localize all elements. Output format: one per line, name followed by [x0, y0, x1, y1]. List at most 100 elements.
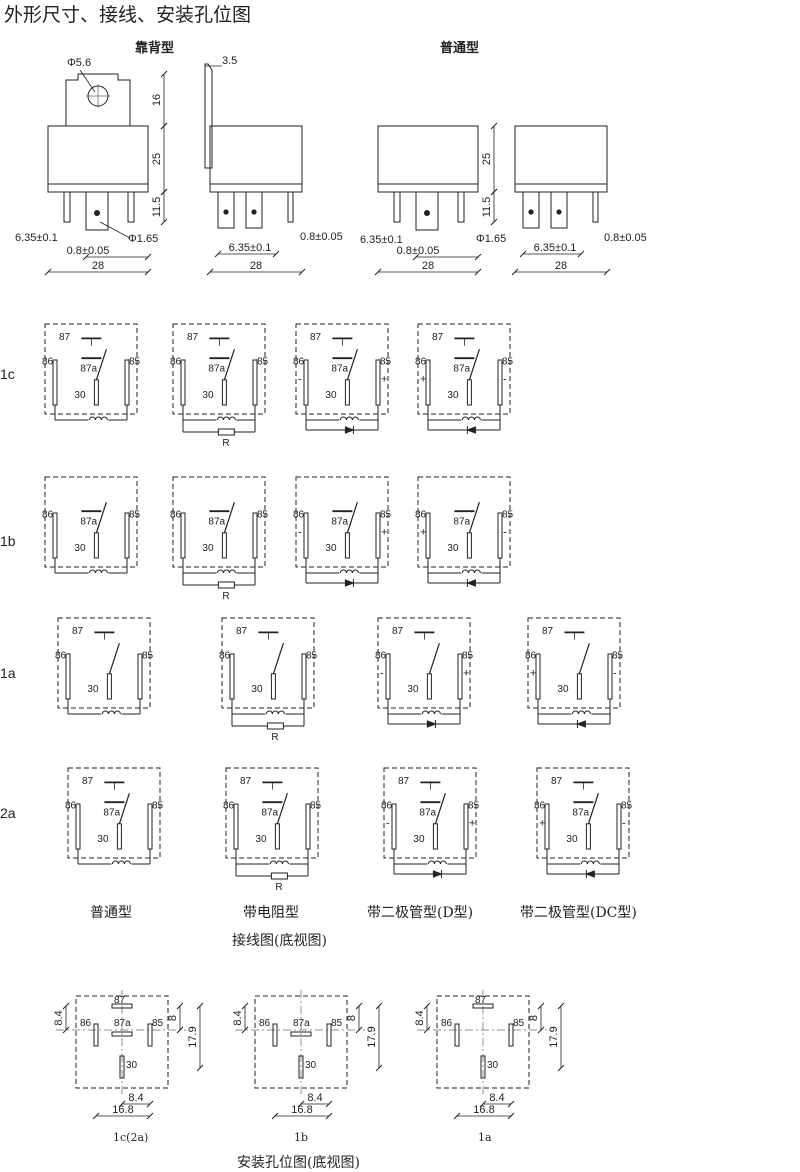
mount-label-85: 85 — [331, 1018, 343, 1029]
mount-label-30: 30 — [126, 1060, 138, 1071]
resistor-label: R — [275, 882, 282, 893]
hole-leader — [79, 69, 96, 93]
label-87a: 87a — [331, 364, 348, 375]
label-30: 30 — [74, 390, 86, 401]
pin-pitch-label: 6.35±0.1 — [15, 232, 58, 244]
pin-dia-label: Φ1.65 — [128, 233, 158, 245]
pin-30 — [585, 823, 591, 850]
label-85: 85 — [502, 510, 514, 521]
row-label-2a: 2a — [0, 805, 16, 821]
page-title: 外形尺寸、接线、安装孔位图 — [4, 4, 252, 26]
row-label-1a: 1a — [0, 665, 16, 681]
mdim-84-label: 8.4 — [232, 1010, 244, 1025]
label-30: 30 — [255, 834, 267, 845]
label-87a: 87a — [572, 808, 589, 819]
mount-label-30: 30 — [487, 1060, 499, 1071]
mdim-168-label: 16.8 — [291, 1104, 312, 1116]
polarity-left: + — [530, 668, 536, 680]
dim-tick — [271, 1112, 279, 1120]
dim-tick — [146, 1100, 154, 1108]
pin-dot — [94, 210, 100, 216]
dashed-box — [225, 767, 319, 859]
pin-center — [415, 191, 439, 231]
label-30: 30 — [447, 390, 459, 401]
dim-tick — [146, 1112, 154, 1120]
mount-pin-86 — [272, 1023, 278, 1047]
pin-86 — [303, 512, 309, 559]
coil-loop — [580, 860, 588, 865]
pin-pitch-label-n: 6.35±0.1 — [360, 234, 403, 246]
dim-tick — [206, 268, 214, 276]
relay-outline-back-front — [47, 73, 149, 231]
label-30: 30 — [74, 543, 86, 554]
label-30: 30 — [557, 684, 569, 695]
label-87a: 87a — [80, 364, 97, 375]
label-30: 30 — [447, 543, 459, 554]
pin-86 — [180, 359, 186, 406]
dim-pitch-side-label: 6.35±0.1 — [229, 242, 272, 254]
mount-label-1a: 1a — [478, 1131, 492, 1144]
label-85: 85 — [612, 651, 624, 662]
relay-body — [47, 125, 149, 193]
label-86: 86 — [415, 357, 427, 368]
mount-label-87a: 87a — [293, 1018, 310, 1029]
dim-tick — [507, 1100, 515, 1108]
back-type-title: 靠背型 — [135, 40, 174, 55]
coil-loop — [461, 416, 469, 421]
mount-pin-87 — [111, 1003, 133, 1009]
coil-loop — [281, 860, 289, 865]
dim-tick — [272, 250, 280, 258]
dim-pin-thick-label: 0.8±0.05 — [67, 245, 110, 257]
polarity-left: + — [420, 527, 426, 539]
diode-symbol — [344, 426, 355, 434]
mount-label-87: 87 — [114, 995, 126, 1006]
normal-type-title: 普通型 — [440, 40, 479, 55]
mdim-168-label: 16.8 — [112, 1104, 133, 1116]
mount-box — [254, 995, 348, 1089]
dim-tick — [241, 1026, 249, 1034]
pin-dia-leader — [99, 221, 131, 239]
pin-86 — [425, 512, 431, 559]
dim-tick — [519, 250, 527, 258]
pin-left — [393, 191, 401, 223]
caption-diode-dc: 带二极管型(DC型) — [520, 905, 637, 921]
pin-30 — [432, 823, 438, 850]
label-86: 86 — [525, 651, 537, 662]
coil-loop — [351, 416, 359, 421]
coil-loop — [123, 860, 131, 865]
dim-tick — [557, 1002, 565, 1010]
pin-30 — [116, 823, 122, 850]
label-85: 85 — [129, 510, 141, 521]
dim-tick — [537, 1002, 545, 1010]
pin-86 — [233, 803, 239, 850]
dim-tick — [144, 253, 152, 261]
label-86: 86 — [293, 357, 305, 368]
label-30: 30 — [566, 834, 578, 845]
coil-loop — [467, 416, 475, 421]
label-86: 86 — [65, 801, 77, 812]
polarity-right: - — [613, 668, 617, 680]
switch-arm — [434, 793, 446, 824]
label-86: 86 — [223, 801, 235, 812]
side-pin-3 — [287, 191, 294, 223]
dim-tick — [325, 1112, 333, 1120]
mount-label-87: 87 — [475, 995, 487, 1006]
pin-30 — [466, 532, 472, 559]
mdim-84h-label: 8.4 — [128, 1092, 143, 1104]
dim-tick — [160, 218, 168, 226]
mount-pin-87a — [111, 1031, 133, 1037]
dim-tick — [160, 122, 168, 130]
label-30: 30 — [97, 834, 109, 845]
label-30: 30 — [251, 684, 263, 695]
resistor — [266, 722, 284, 730]
label-85: 85 — [462, 651, 474, 662]
coil-loop — [117, 860, 125, 865]
dim-tick — [375, 1064, 383, 1072]
dim-width-back-label: 28 — [92, 260, 104, 272]
side-pin-2 — [550, 191, 568, 229]
